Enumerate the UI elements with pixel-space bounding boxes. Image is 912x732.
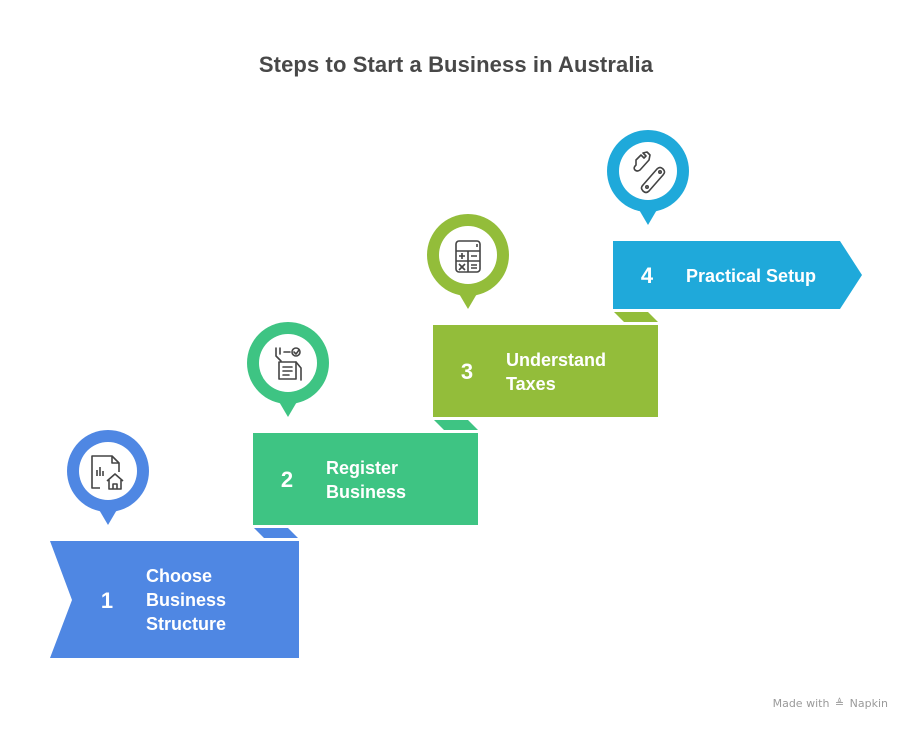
step-4-number: 4: [640, 263, 654, 288]
connector-3-4: [614, 312, 658, 322]
step-3-box: [433, 325, 658, 417]
step-4-pin: [607, 130, 689, 225]
step-1-number: 1: [100, 588, 114, 613]
step-3-number: 3: [460, 359, 474, 384]
step-1-label-line: Business: [146, 590, 227, 610]
step-2-pin: [247, 322, 329, 417]
document-chart-house-icon: [91, 455, 124, 490]
calculator-icon: [455, 240, 481, 273]
step-1-label-line: Structure: [146, 614, 227, 634]
step-1-box: [50, 541, 299, 658]
connector-1-2: [254, 528, 298, 538]
step-3-label: Understand Taxes: [506, 348, 606, 396]
step-2-label-line: Register: [326, 458, 399, 478]
step-3-pin: [427, 214, 509, 309]
wrench-tools-icon: [633, 151, 666, 194]
step-4-box: [613, 241, 862, 309]
step-2-label: Register Business: [326, 456, 406, 504]
watermark-prefix: Made with: [772, 697, 830, 710]
diagram-title: Steps to Start a Business in Australia: [258, 52, 654, 77]
step-2-number: 2: [280, 467, 294, 492]
step-3-label-line: Understand: [506, 350, 607, 370]
step-1-label-line: Choose: [146, 566, 213, 586]
step-1-pin: [67, 430, 149, 525]
connector-2-3: [434, 420, 478, 430]
step-4-label-line: Practical Setup: [686, 266, 817, 286]
watermark-brand: Napkin: [849, 697, 888, 710]
step-1-label: Choose Business Structure: [146, 564, 226, 636]
step-4-label: Practical Setup: [686, 264, 816, 288]
napkin-watermark[interactable]: Made with ≜ Napkin: [773, 697, 888, 710]
form-checklist-hand-icon: [275, 347, 302, 381]
step-2-box: [253, 433, 478, 525]
step-3-label-line: Taxes: [506, 374, 556, 394]
step-2-label-line: Business: [326, 482, 407, 502]
napkin-logo-icon: ≜: [834, 697, 845, 710]
